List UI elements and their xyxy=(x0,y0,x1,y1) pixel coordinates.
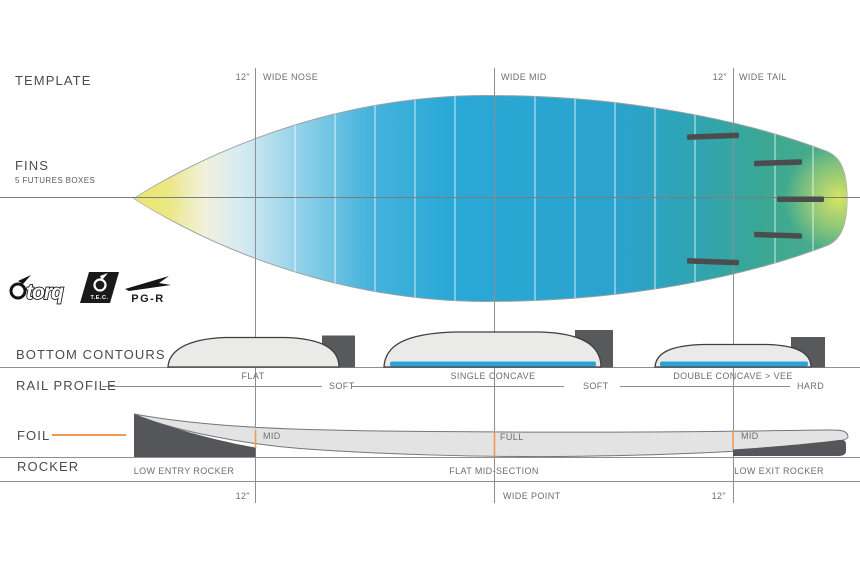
rail-line-2 xyxy=(352,386,564,387)
contour-single-concave xyxy=(383,331,602,368)
fins-subtitle: 5 FUTURES BOXES xyxy=(15,176,96,185)
fin-box-rear-top xyxy=(753,159,803,167)
pgr-logo-text: PG-R xyxy=(131,293,165,305)
measure-tail-offset-top: 12" xyxy=(712,72,727,82)
rail-line-1 xyxy=(102,386,322,387)
concave-strip-mid xyxy=(390,361,596,367)
section-label-bottom-contours: BOTTOM CONTOURS xyxy=(16,347,166,362)
foil-label-mid-tail: MID xyxy=(741,431,759,441)
entry-rocker-wedge xyxy=(134,414,256,457)
tec-badge-shape xyxy=(80,272,119,303)
foil-leader-line xyxy=(52,434,126,436)
rail-label-hard: HARD xyxy=(797,381,825,391)
fin-box-rear-bottom xyxy=(753,231,803,239)
fin-box-front-top xyxy=(686,132,740,140)
contour-label-double-concave-vee: DOUBLE CONCAVE > VEE xyxy=(673,371,793,381)
rocker-label-entry: LOW ENTRY ROCKER xyxy=(133,466,235,476)
contour-double-concave-vee xyxy=(654,343,812,368)
rail-line-3 xyxy=(620,386,790,387)
pgr-logo: PG-R xyxy=(125,276,171,305)
contour-label-flat: FLAT xyxy=(241,371,265,381)
measure-wide-point: WIDE POINT xyxy=(503,491,561,501)
foil-profile xyxy=(133,413,849,458)
tec-badge-text: T.E.C. xyxy=(91,295,109,301)
fin-box-center xyxy=(777,196,824,202)
tec-badge-circle-icon xyxy=(93,278,107,292)
torq-logo-text: torq xyxy=(26,281,64,304)
tail-12in-line xyxy=(733,68,734,503)
nose-12in-line xyxy=(255,68,256,503)
fin-box-front-bottom xyxy=(686,258,740,266)
concave-strip-tail xyxy=(660,361,808,367)
measure-wide-tail: WIDE TAIL xyxy=(739,72,787,82)
rail-label-soft-1: SOFT xyxy=(329,381,355,391)
torq-logo-circle-icon xyxy=(9,282,27,300)
fin-boxes xyxy=(686,132,824,266)
footer-line xyxy=(0,481,860,482)
measure-tail-offset-bottom: 12" xyxy=(711,491,726,501)
contour-label-single-concave: SINGLE CONCAVE xyxy=(450,371,536,381)
foil-ticks xyxy=(254,429,734,457)
rocker-baseline xyxy=(0,457,860,458)
measure-nose-offset-top: 12" xyxy=(235,72,250,82)
pgr-bird-icon xyxy=(125,276,171,291)
rocker-label-exit: LOW EXIT ROCKER xyxy=(734,466,824,476)
measure-wide-nose: WIDE NOSE xyxy=(263,72,319,82)
foil-label-full: FULL xyxy=(500,432,524,442)
section-label-fins: FINS xyxy=(15,158,50,173)
rocker-label-mid: FLAT MID-SECTION xyxy=(449,466,539,476)
wide-mid-line xyxy=(494,68,495,503)
section-label-foil: FOIL xyxy=(17,428,51,443)
measure-nose-offset-bottom: 12" xyxy=(235,491,250,501)
torq-logo: torq xyxy=(9,275,66,305)
center-line xyxy=(0,197,860,198)
tec-badge: T.E.C. xyxy=(80,272,119,303)
section-label-template: TEMPLATE xyxy=(15,73,92,88)
tec-badge-accent xyxy=(100,273,108,280)
exit-rocker-wedge xyxy=(733,439,846,456)
torq-logo-accent xyxy=(18,275,31,284)
foil-label-mid-nose: MID xyxy=(263,431,281,441)
section-label-rail-profile: RAIL PROFILE xyxy=(16,378,117,393)
board-stringer-lines xyxy=(294,95,814,302)
measure-wide-mid: WIDE MID xyxy=(501,72,547,82)
contour-flat xyxy=(167,336,340,368)
section-label-rocker: ROCKER xyxy=(17,459,80,474)
rail-label-soft-2: SOFT xyxy=(583,381,609,391)
